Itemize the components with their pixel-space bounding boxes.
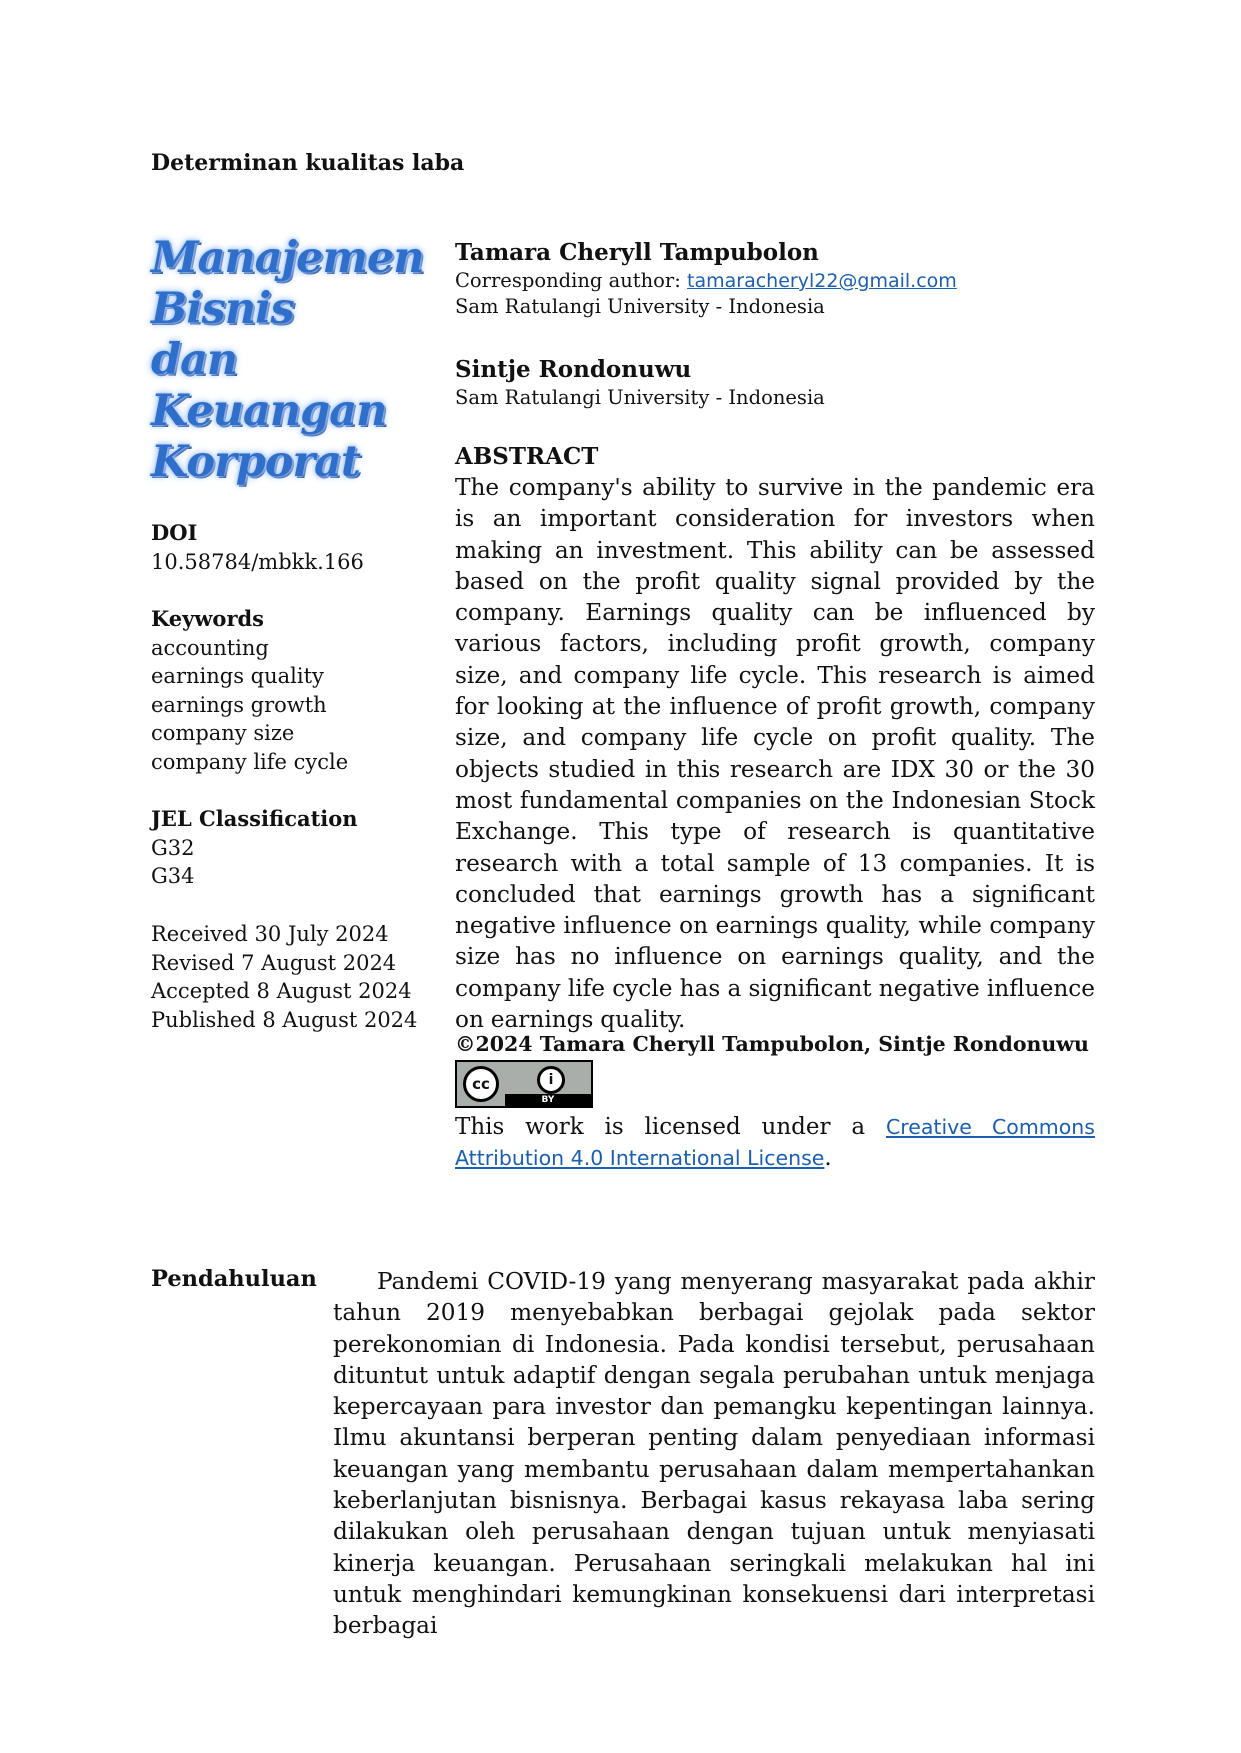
author-name: Sintje Rondonuwu — [455, 356, 692, 383]
abstract-heading: ABSTRACT — [455, 443, 599, 470]
copyright-line: ©2024 Tamara Cheryll Tampubolon, Sintje … — [455, 1032, 1089, 1056]
keyword-item: earnings growth — [151, 692, 327, 717]
author-affiliation: Sam Ratulangi University - Indonesia — [455, 295, 825, 318]
jel-label: JEL Classification — [151, 806, 358, 831]
journal-logo-line: Bisnis — [151, 284, 295, 334]
keyword-item: accounting — [151, 635, 269, 660]
doi-block: DOI 10.58784/mbkk.166 — [151, 519, 411, 576]
author-affiliation: Sam Ratulangi University - Indonesia — [455, 386, 825, 409]
doi-value[interactable]: 10.58784/mbkk.166 — [151, 549, 364, 574]
accepted-date: Accepted 8 August 2024 — [151, 979, 412, 1003]
section-body: Pandemi COVID-19 yang menyerang masyarak… — [333, 1266, 1095, 1642]
email-link[interactable]: tamaracheryl22@gmail.com — [687, 270, 957, 292]
revised-date: Revised 7 August 2024 — [151, 950, 397, 975]
corresponding-line: Corresponding author: tamaracheryl22@gma… — [455, 268, 1095, 294]
author-block: Tamara Cheryll Tampubolon Corresponding … — [455, 238, 1095, 320]
keyword-item: company size — [151, 721, 295, 745]
license-suffix: . — [824, 1145, 832, 1171]
journal-logo: Manajemen Bisnis dan Keuangan Korporat — [151, 233, 425, 488]
doi-label: DOI — [151, 520, 198, 545]
abstract-block: ABSTRACT The company's ability to surviv… — [455, 442, 1095, 1035]
dates-block: Received 30 July 2024 Revised 7 August 2… — [151, 920, 418, 1034]
attribution-person-icon: i — [537, 1066, 565, 1094]
by-label: BY — [505, 1094, 591, 1106]
journal-logo-line: Korporat — [151, 437, 361, 487]
author-block: Sintje Rondonuwu Sam Ratulangi Universit… — [455, 355, 1095, 411]
section-heading: Pendahuluan — [151, 1266, 317, 1292]
published-date: Published 8 August 2024 — [151, 1007, 418, 1032]
journal-logo-line: Manajemen — [151, 233, 425, 283]
keyword-item: company life cycle — [151, 749, 349, 774]
jel-item: G32 — [151, 835, 195, 860]
section-paragraph: Pandemi COVID-19 yang menyerang masyarak… — [333, 1268, 1095, 1640]
jel-item: G34 — [151, 864, 195, 888]
license-link[interactable]: Creative Commons Attribution 4.0 Interna… — [455, 1115, 1095, 1170]
running-head: Determinan kualitas laba — [151, 150, 465, 176]
corresponding-label: Corresponding author: — [455, 269, 688, 292]
author-name: Tamara Cheryll Tampubolon — [455, 239, 819, 266]
keywords-block: Keywords accounting earnings quality ear… — [151, 605, 411, 776]
license-statement: This work is licensed under a Creative C… — [455, 1112, 1095, 1174]
journal-logo-line: dan — [151, 335, 238, 385]
keywords-label: Keywords — [151, 606, 265, 631]
received-date: Received 30 July 2024 — [151, 922, 389, 946]
cc-by-license-badge[interactable]: cc i BY — [455, 1060, 593, 1108]
abstract-text: The company's ability to survive in the … — [455, 474, 1095, 1034]
jel-block: JEL Classification G32 G34 — [151, 805, 411, 891]
journal-logo-line: Keuangan — [151, 386, 387, 436]
keyword-item: earnings quality — [151, 664, 324, 688]
license-prefix: This work is licensed under a — [455, 1114, 886, 1140]
creative-commons-icon: cc — [463, 1066, 499, 1102]
